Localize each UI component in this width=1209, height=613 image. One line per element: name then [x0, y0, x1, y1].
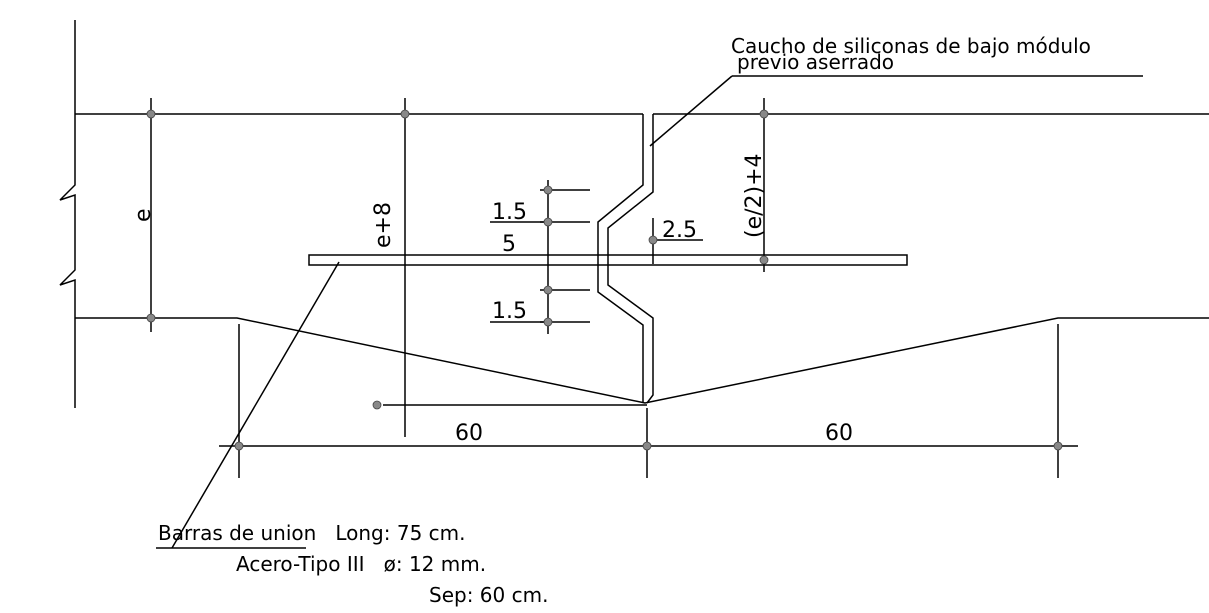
tie-bar [308, 254, 908, 266]
dim-5-label: 5 [502, 232, 516, 257]
dim-e-label: e [131, 208, 156, 222]
sealant-label-line2: previo aserrado [737, 50, 894, 74]
dim-60-left-label: 60 [455, 421, 483, 446]
left-break-line [59, 20, 76, 408]
tie-bar-leader [156, 261, 340, 549]
dim-e8-label: e+8 [371, 202, 396, 248]
note-line3: Sep: 60 cm. [429, 583, 548, 607]
dimension-25 [648, 218, 703, 264]
dim-60-right-label: 60 [825, 421, 853, 446]
dim-15-top-label: 1.5 [492, 200, 527, 225]
slab-bottom-surface [75, 317, 1209, 404]
dim-e2-label: (e/2)+4 [742, 153, 767, 238]
dimension-horizontal [219, 324, 1078, 478]
sealant-label-line1: Caucho de siliconas de bajo módulo [731, 34, 1091, 58]
dimension-e8 [372, 98, 647, 437]
dimension-e [146, 98, 156, 332]
saw-cut-joint [597, 114, 654, 404]
dimension-e2 [759, 98, 769, 272]
sealant-leader [649, 75, 1143, 147]
dim-15-bot-label: 1.5 [492, 299, 527, 324]
dim-25-label: 2.5 [662, 218, 697, 243]
note-line1: Barras de union Long: 75 cm. [158, 521, 466, 545]
dimension-chain-vertical [490, 180, 590, 334]
note-line2: Acero-Tipo III ø: 12 mm. [236, 552, 486, 576]
